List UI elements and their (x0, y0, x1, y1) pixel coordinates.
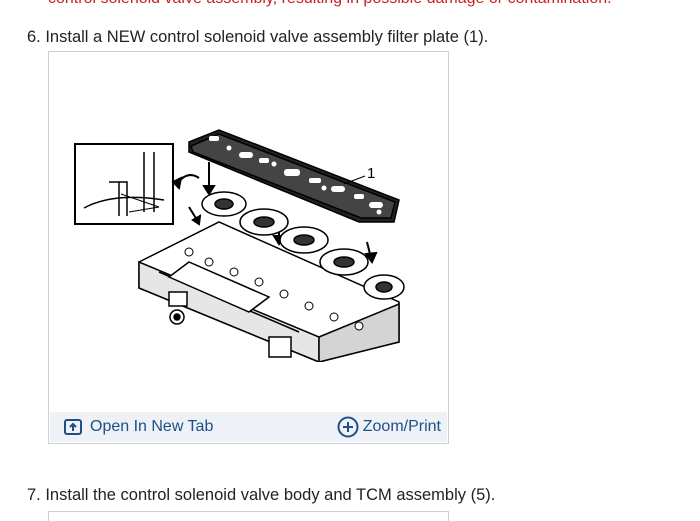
caution-text: control solenoid valve assembly, resulti… (48, 0, 700, 8)
zoom-print-link[interactable]: Zoom/Print (337, 416, 441, 438)
filter-plate (188, 129, 400, 223)
detail-inset (74, 143, 174, 225)
figure-action-bar: Open In New Tab Zoom/Print (50, 412, 447, 442)
open-in-new-tab-icon (64, 419, 82, 435)
plus-circle-icon (337, 416, 359, 438)
solenoid-filter-plate-diagram: 1 (74, 129, 405, 362)
open-in-new-tab-link[interactable]: Open In New Tab (64, 418, 213, 436)
step-7-text: 7. Install the control solenoid valve bo… (27, 486, 496, 504)
callout-leader (343, 175, 366, 185)
figure-container: 1 (48, 51, 449, 444)
next-figure-container (48, 511, 449, 521)
zoom-print-label: Zoom/Print (362, 418, 441, 435)
step-6-text: 6. Install a NEW control solenoid valve … (27, 28, 489, 46)
open-in-new-tab-label: Open In New Tab (90, 418, 214, 435)
callout-label: 1 (367, 165, 375, 182)
valve-body (138, 191, 405, 362)
